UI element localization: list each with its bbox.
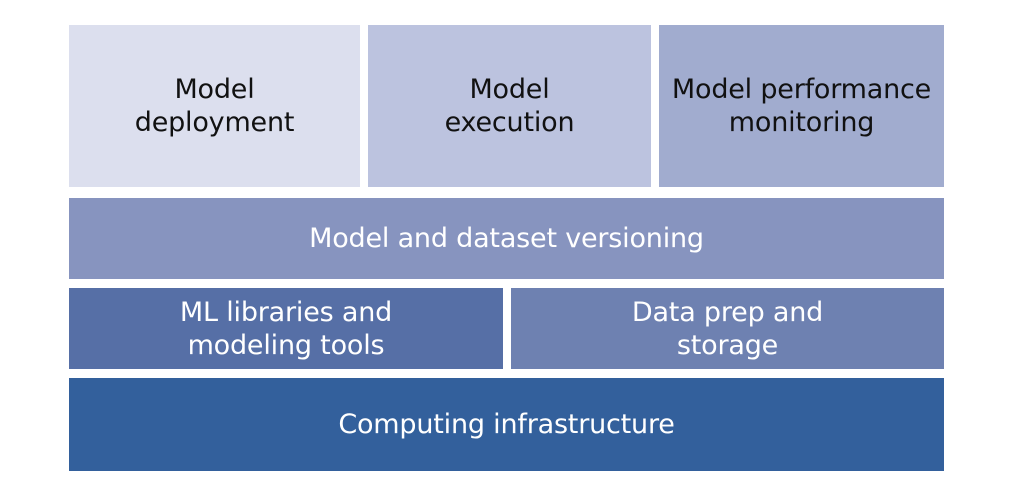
model-performance-monitoring-block: Model performance monitoring: [659, 25, 944, 187]
model-execution-label: Model execution: [444, 74, 575, 138]
model-execution-block: Model execution: [368, 25, 651, 187]
model-dataset-versioning-block: Model and dataset versioning: [69, 198, 944, 279]
data-prep-storage-label: Data prep and storage: [631, 296, 824, 361]
computing-infrastructure-block: Computing infrastructure: [69, 378, 944, 471]
data-prep-storage-block: Data prep and storage: [511, 288, 944, 369]
model-dataset-versioning-label: Model and dataset versioning: [309, 223, 704, 254]
computing-infrastructure-label: Computing infrastructure: [338, 409, 675, 440]
ml-libraries-block: ML libraries and modeling tools: [69, 288, 503, 369]
model-performance-monitoring-label: Model performance monitoring: [671, 74, 932, 138]
model-deployment-block: Model deployment: [69, 25, 360, 187]
model-deployment-label: Model deployment: [134, 74, 295, 138]
ml-libraries-label: ML libraries and modeling tools: [179, 296, 393, 361]
